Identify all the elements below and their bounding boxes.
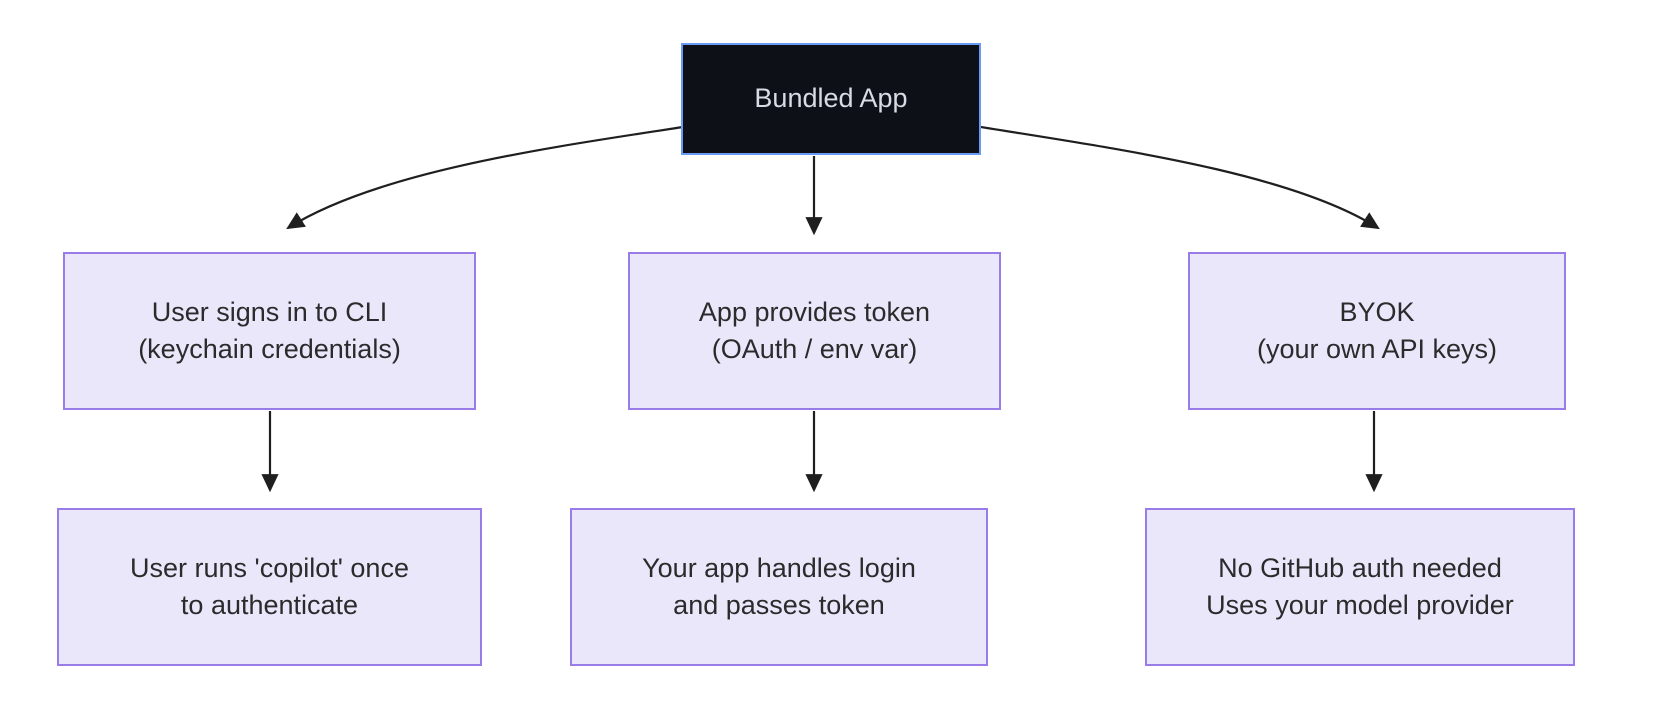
node-your-app-handles-login-line1: Your app handles login (642, 552, 916, 583)
node-app-provides-token-line1: App provides token (698, 296, 931, 327)
node-user-runs-copilot-once-line1: User runs 'copilot' once (130, 552, 409, 583)
node-byok-line2: (your own API keys) (1256, 334, 1498, 364)
node-app-provides-token-line2: (OAuth / env var) (711, 334, 918, 364)
node-your-app-handles-login[interactable]: Your app handles login and passes token (570, 508, 988, 666)
node-your-app-handles-login-line2: and passes token (673, 590, 885, 620)
node-byok[interactable]: BYOK (your own API keys) (1188, 252, 1566, 410)
node-user-runs-copilot-once[interactable]: User runs 'copilot' once to authenticate (57, 508, 482, 666)
node-bundled-app-label: Bundled App (754, 83, 908, 114)
node-user-runs-copilot-once-line2: to authenticate (180, 590, 359, 620)
node-app-provides-token[interactable]: App provides token (OAuth / env var) (628, 252, 1001, 410)
node-bundled-app[interactable]: Bundled App (681, 43, 981, 155)
edge-root-to-byok (980, 125, 1380, 230)
node-user-signs-in-to-cli[interactable]: User signs in to CLI (keychain credentia… (63, 252, 476, 410)
edge-root-to-cli (286, 125, 684, 230)
node-user-signs-in-to-cli-line1: User signs in to CLI (151, 296, 388, 327)
node-no-github-auth-needed[interactable]: No GitHub auth needed Uses your model pr… (1145, 508, 1575, 666)
node-user-signs-in-to-cli-line2: (keychain credentials) (138, 334, 401, 364)
node-no-github-auth-needed-line1: No GitHub auth needed (1218, 552, 1502, 583)
node-byok-line1: BYOK (1339, 296, 1415, 327)
node-no-github-auth-needed-line2: Uses your model provider (1206, 590, 1514, 620)
